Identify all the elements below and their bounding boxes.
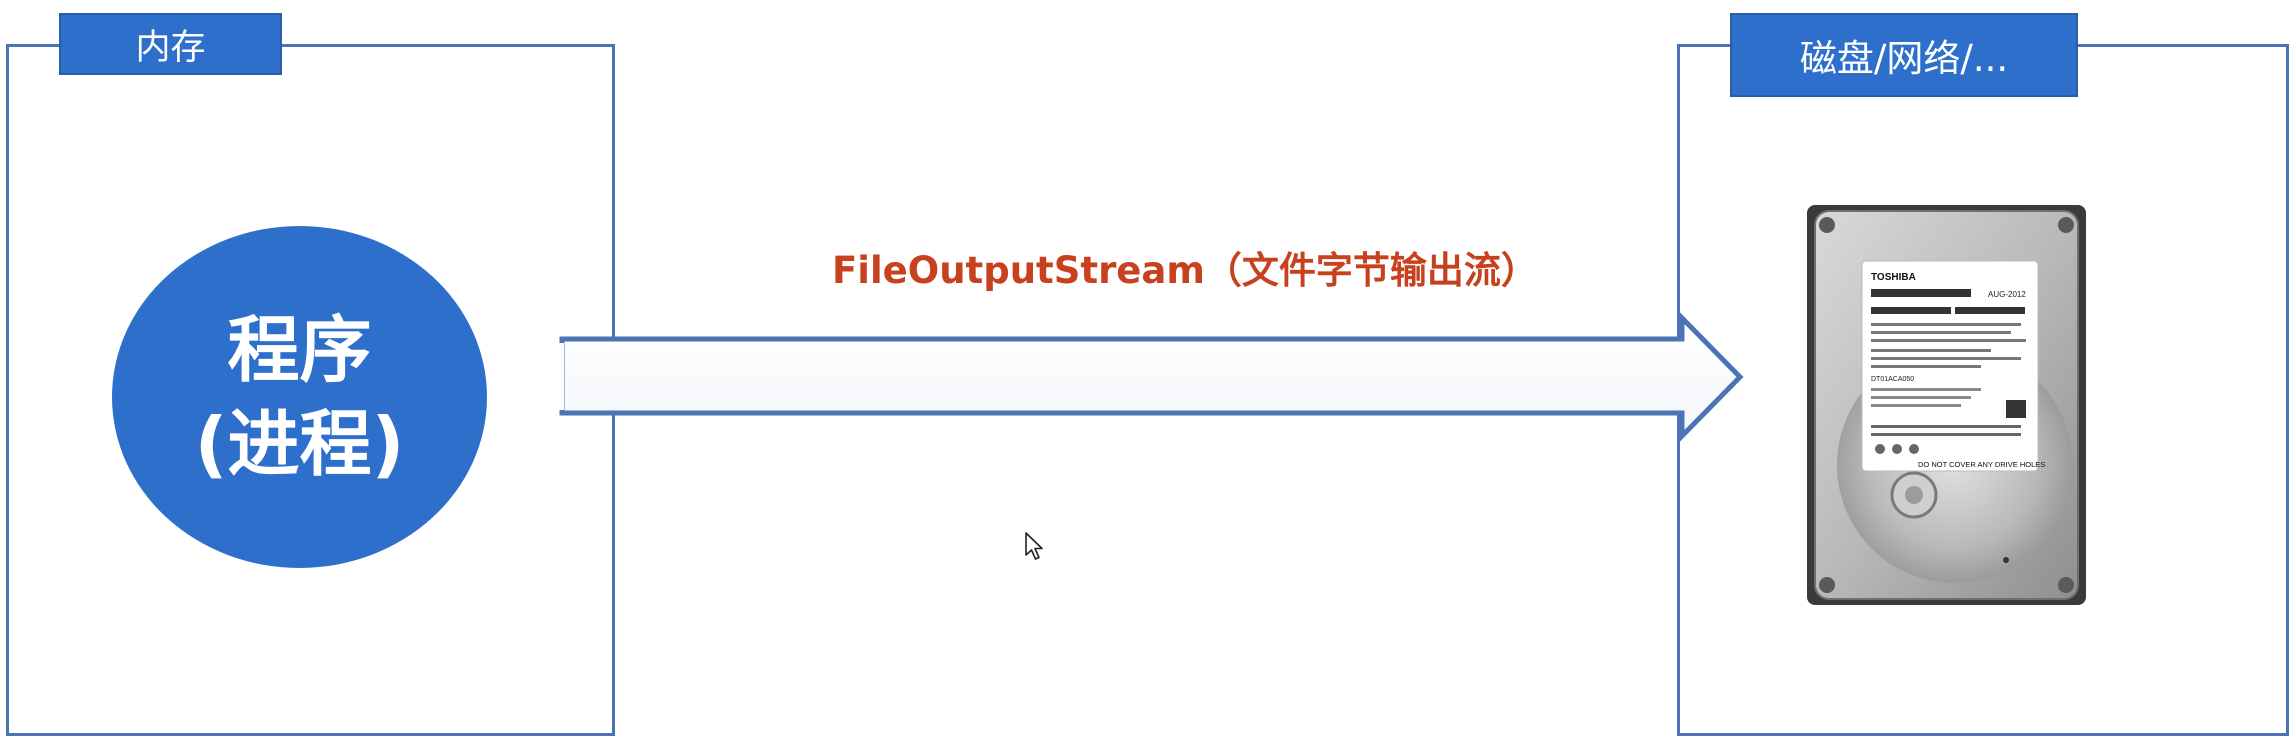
drive-barcodes bbox=[1871, 289, 2025, 314]
storage-tab-label: 磁盘/网络/... bbox=[1799, 37, 2009, 80]
drive-brand: TOSHIBA bbox=[1871, 272, 1916, 283]
flow-label: FileOutputStream（文件字节输出流） bbox=[832, 240, 1538, 294]
storage-tab: 磁盘/网络/... bbox=[1730, 13, 2078, 97]
drive-warning: DO NOT COVER ANY DRIVE HOLES bbox=[1918, 460, 2045, 469]
drive-cert-marks bbox=[1871, 425, 2021, 454]
flow-arrow-tail-mask bbox=[548, 343, 564, 410]
process-label-line1: 程序 bbox=[227, 308, 372, 392]
flow-label-text: FileOutputStream（文件字节输出流） bbox=[832, 249, 1538, 292]
memory-tab: 内存 bbox=[59, 13, 282, 75]
drive-date: AUG-2012 bbox=[1988, 290, 2026, 299]
process-label-line2: (进程) bbox=[194, 402, 405, 486]
drive-fine-print bbox=[1871, 323, 2026, 368]
process-circle: 程序 (进程) bbox=[112, 226, 487, 568]
drive-codes bbox=[1871, 388, 1981, 407]
flow-arrow-body bbox=[559, 311, 1744, 443]
drive-model: DT01ACA050 bbox=[1871, 376, 1914, 383]
mouse-cursor-icon bbox=[1025, 532, 1043, 560]
hard-drive-icon: TOSHIBA AUG-2012 DT01ACA050 DO NOT COVER… bbox=[1807, 205, 2086, 605]
memory-tab-label: 内存 bbox=[135, 27, 206, 68]
